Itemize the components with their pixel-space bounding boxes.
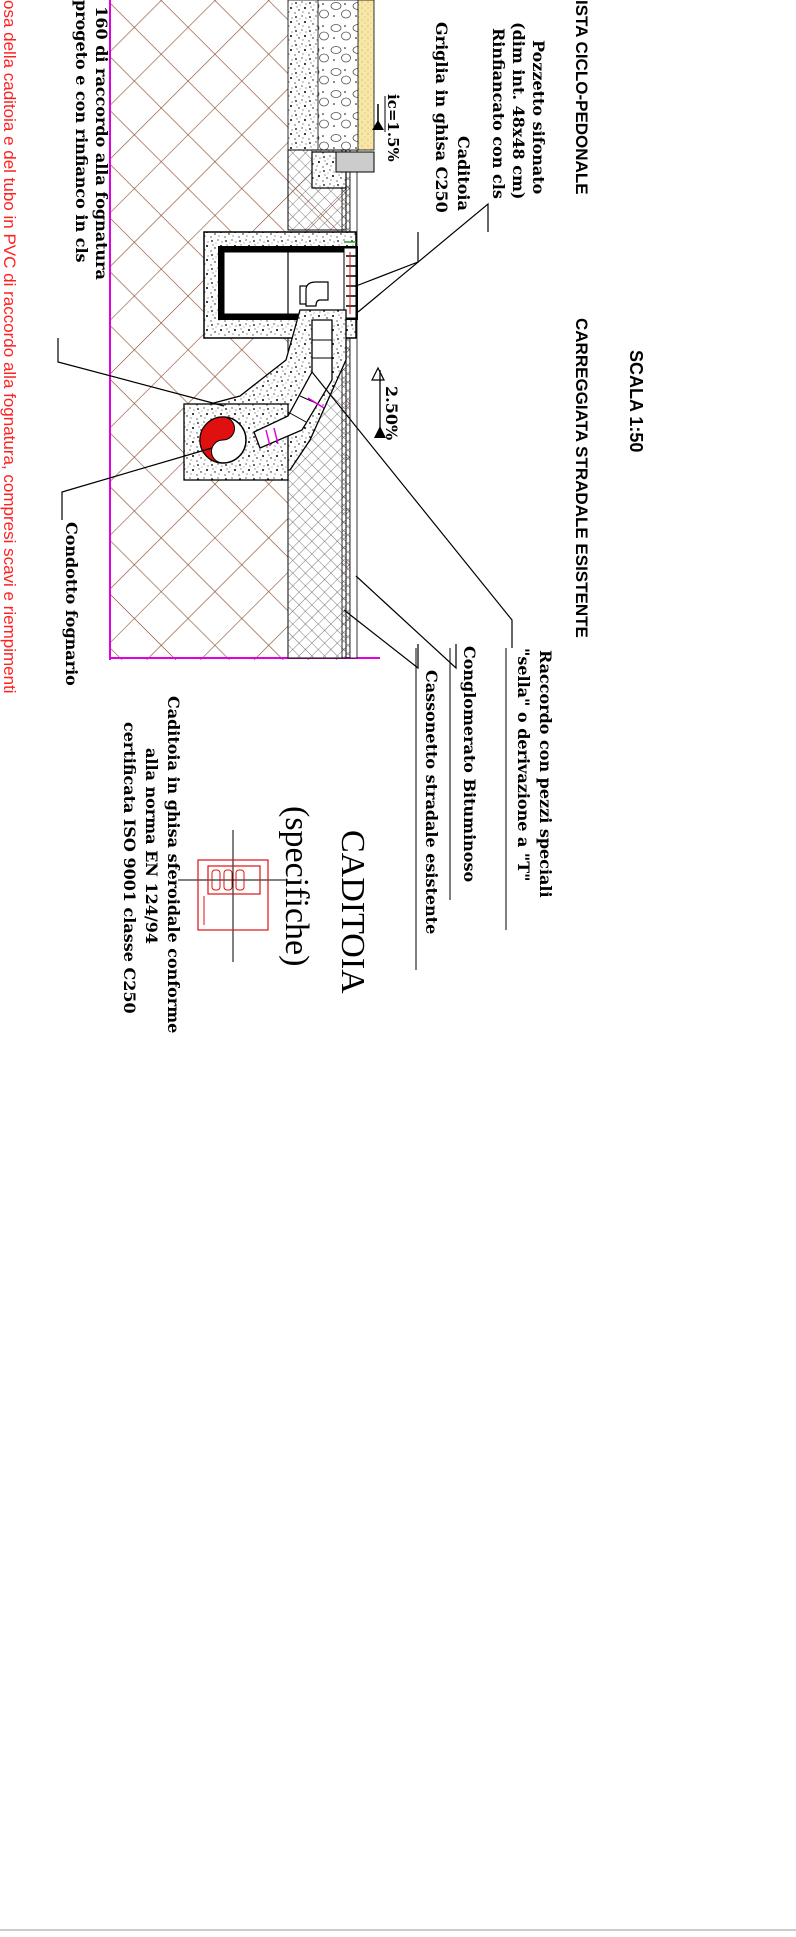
heading-cycle-path: ISTA CICLO-PEDONALE	[572, 0, 591, 195]
spec-text-3: certificata ISO 9001 classe C250	[120, 722, 139, 1014]
pipe-magenta-bands	[265, 397, 325, 447]
heading-scale: SCALA 1:50	[626, 350, 646, 452]
leader-lines	[57, 202, 513, 670]
pipe-line-1: ø 160 di raccordo alla fognatura	[92, 0, 111, 280]
spec-subtitle: (specifiche)	[278, 806, 315, 966]
footer-note: osa della caditoia e del tubo in PVC di …	[0, 0, 19, 694]
slope-ic-label-group: ic=1.5%	[384, 94, 402, 162]
caditoia-line-2: Griglia in ghisa C250	[432, 22, 451, 213]
siphon-elbow	[305, 281, 329, 307]
pipe-label-group: ø 160 di raccordo alla fognatura progeto…	[72, 0, 111, 280]
spec-subtitle-group: (specifiche)	[278, 806, 315, 966]
pipe-line-2: progeto e con rinfianco in cls	[72, 0, 91, 263]
heading-roadway: CARREGGIATA STRADALE ESISTENTE	[572, 318, 591, 638]
pozzetto-label-group: Pozzetto sifonato (dim int. 48x48 cm) Ri…	[489, 22, 548, 199]
sewer-conduit-fill	[199, 416, 235, 464]
cycle-path-label: ISTA CICLO-PEDONALE	[572, 0, 591, 195]
caditoia-icon	[178, 830, 288, 962]
scale-label: SCALA 1:50	[626, 350, 646, 452]
spec-text-1: Caditoia in ghisa sferoidale conforme	[164, 696, 183, 1033]
curb-cap	[335, 151, 375, 173]
cycle-path-gravel	[315, 0, 359, 151]
slope-arrow-road	[371, 366, 385, 381]
raccordo-line-1: Raccordo con pezzi speciali	[536, 650, 555, 898]
conglomerato-label-group: Conglomerato Bituminoso	[460, 646, 479, 882]
roadway-label: CARREGGIATA STRADALE ESISTENTE	[572, 318, 591, 638]
caditoia-label-group: Caditoia Griglia in ghisa C250	[432, 22, 473, 213]
footer-note-group: osa della caditoia e del tubo in PVC di …	[0, 0, 19, 694]
slope-road-label-group: 2.50%	[382, 386, 401, 440]
asphalt-layer	[349, 149, 358, 659]
spec-text-2: alla norma EN 124/94	[142, 748, 161, 944]
grate-bars	[346, 255, 356, 307]
pozzetto-line-3: Rinfiancato con cls	[489, 28, 508, 199]
raccordo-label-group: Raccordo con pezzi speciali "sella" o de…	[514, 648, 555, 898]
cycle-path-base	[287, 0, 319, 151]
slope-ic-label: ic=1.5%	[384, 94, 402, 162]
raccordo-line-2: "sella" o derivazione a "T"	[514, 648, 533, 881]
conglomerato-label: Conglomerato Bituminoso	[460, 646, 479, 882]
cycle-path-sand	[355, 0, 375, 151]
cassonetto-label-group: Cassonetto stradale esistente	[422, 670, 441, 934]
spec-text-group: Caditoia in ghisa sferoidale conforme al…	[120, 696, 183, 1033]
condotto-label: Condotto fognario	[62, 522, 81, 686]
condotto-label-group: Condotto fognario	[62, 522, 81, 686]
pozzetto-line-2: (dim int. 48x48 cm)	[509, 22, 528, 199]
caditoia-line-1: Caditoia	[454, 136, 473, 211]
spec-title: CADITOIA	[334, 830, 371, 994]
spec-title-group: CADITOIA	[334, 830, 371, 994]
cassonetto-label: Cassonetto stradale esistente	[422, 670, 441, 934]
slope-road-label: 2.50%	[382, 386, 401, 440]
pozzetto-line-1: Pozzetto sifonato	[529, 40, 548, 195]
